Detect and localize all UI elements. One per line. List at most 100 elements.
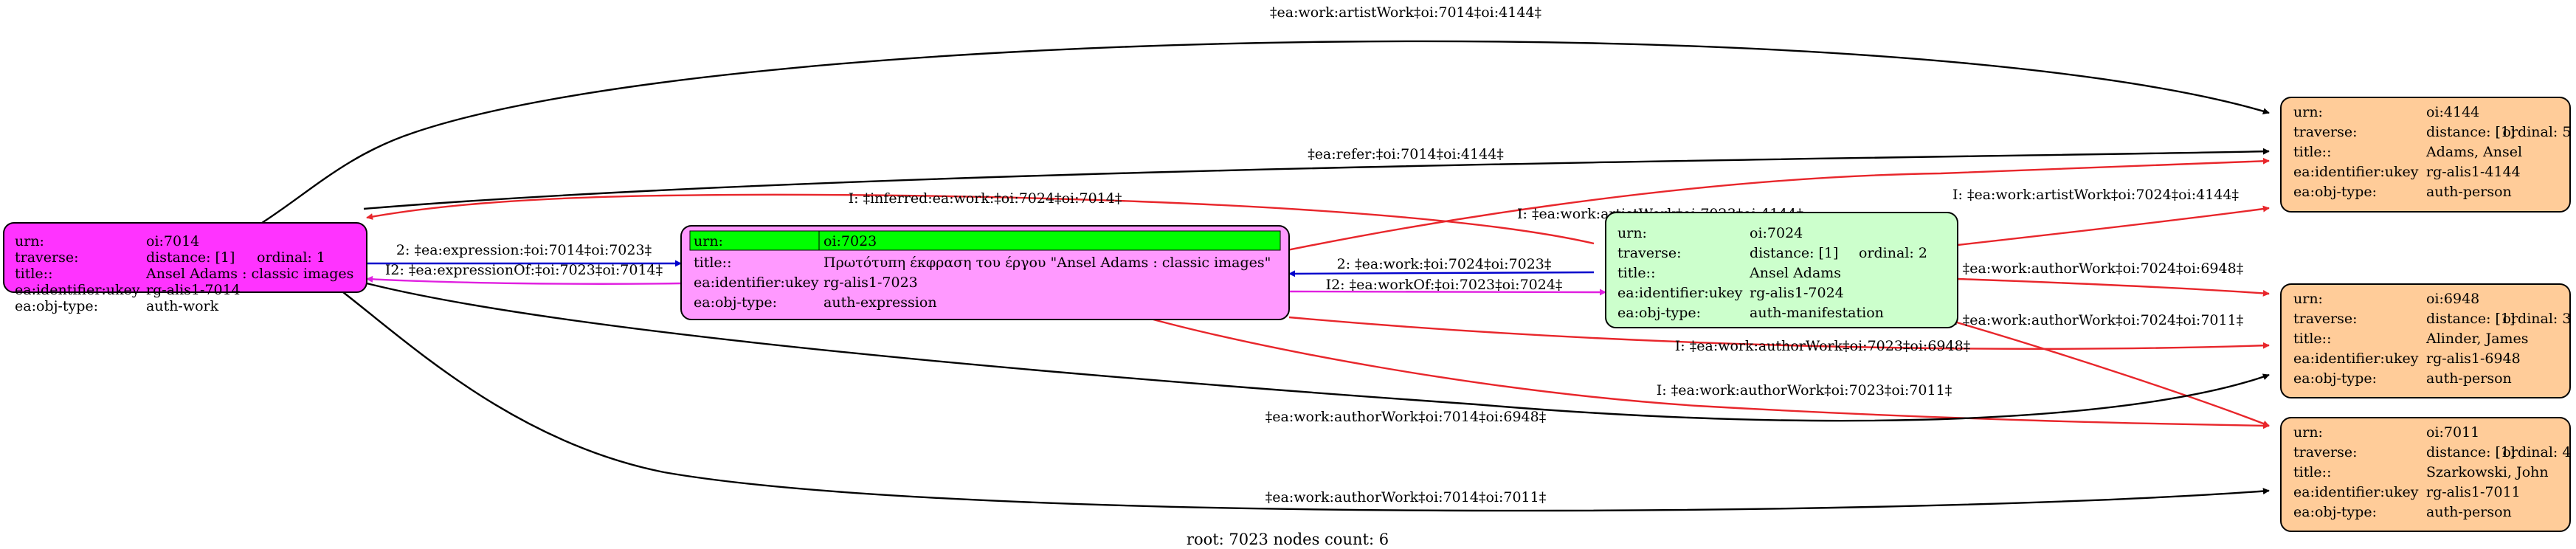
- ukey-label: ea:identifier:ukey: [694, 274, 819, 291]
- title-value: Ansel Adams: [1749, 265, 1841, 281]
- type-value: auth-person: [2426, 370, 2512, 387]
- edge-refer-7014-4144[interactable]: [363, 148, 2270, 210]
- ordinal-value: ordinal: 2: [1859, 245, 1927, 261]
- edge-label: I: ‡inferred:ea:work:‡oi:7024‡oi:7014‡: [849, 190, 1122, 207]
- edge-label: 2: ‡ea:expression:‡oi:7014‡oi:7023‡: [396, 242, 652, 258]
- edge-label: I: ‡ea:work:authorWork‡oi:7024‡oi:6948‡: [1948, 260, 2243, 277]
- ukey-value: rg-alis1-7014: [146, 282, 241, 298]
- ukey-value: rg-alis1-7023: [823, 274, 918, 291]
- title-value: Ansel Adams : classic images: [145, 266, 353, 282]
- title-value: Πρωτότυπη έκφραση του έργου "Ansel Adams…: [823, 255, 1271, 271]
- type-label: ea:obj-type:: [694, 294, 777, 311]
- type-value: auth-person: [2426, 504, 2512, 520]
- type-label: ea:obj-type:: [2293, 370, 2377, 387]
- node-7024[interactable]: urn: oi:7024 traverse: distance: [1] ord…: [1605, 212, 1958, 328]
- urn-label: urn:: [1617, 225, 1647, 241]
- ukey-label: ea:identifier:ukey: [2293, 164, 2419, 180]
- type-label: ea:obj-type:: [2293, 184, 2377, 200]
- edge-artistwork-7024-4144[interactable]: [1957, 205, 2270, 246]
- type-label: ea:obj-type:: [1617, 305, 1701, 321]
- node-6948[interactable]: urn: oi:6948 traverse: distance: [1] ord…: [2280, 283, 2572, 398]
- type-value: auth-person: [2426, 184, 2512, 200]
- edge-authorwork-7023-6948[interactable]: [1288, 316, 2270, 350]
- edge-artistwork-7014-4144[interactable]: [261, 40, 2270, 224]
- traverse-label: traverse:: [1617, 245, 1682, 261]
- distance-value: distance: [1]: [2426, 311, 2515, 327]
- edge-label: I: ‡ea:work:authorWork‡oi:7024‡oi:7011‡: [1948, 312, 2243, 328]
- edge-label: ‡ea:work:authorWork‡oi:7014‡oi:7011‡: [1265, 489, 1546, 505]
- edge-inferred-7024-7014[interactable]: [366, 193, 1595, 245]
- type-label: ea:obj-type:: [2293, 504, 2377, 520]
- ukey-value: rg-alis1-7024: [1750, 285, 1844, 301]
- edges: ‡ea:work:artistWork‡oi:7014‡oi:4144‡ ‡ea…: [261, 4, 2270, 512]
- distance-value: distance: [1]: [1750, 245, 1838, 261]
- ordinal-value: ordinal: 1: [257, 249, 325, 266]
- type-value: auth-expression: [823, 294, 937, 311]
- edge-label: I: ‡ea:work:artistWork‡oi:7024‡oi:4144‡: [1952, 187, 2239, 203]
- urn-label: urn:: [2293, 104, 2323, 120]
- edge-work-7024-7023[interactable]: [1288, 270, 1595, 277]
- traverse-label: traverse:: [2293, 311, 2358, 327]
- graph-footer: root: 7023 nodes count: 6: [1187, 531, 1389, 548]
- edge-authorwork-7024-6948[interactable]: [1957, 277, 2270, 297]
- urn-value: oi:7011: [2426, 424, 2479, 441]
- title-value: Alinder, James: [2425, 331, 2529, 347]
- ordinal-value: ordinal: 5: [2503, 124, 2572, 140]
- title-value: Szarkowski, John: [2426, 464, 2549, 480]
- type-label: ea:obj-type:: [15, 298, 98, 314]
- ukey-value: rg-alis1-7011: [2426, 484, 2521, 500]
- edge-authorwork-7014-6948[interactable]: [366, 282, 2270, 422]
- urn-label: urn:: [2293, 291, 2323, 307]
- node-4144[interactable]: urn: oi:4144 traverse: distance: [1] ord…: [2280, 97, 2572, 213]
- ukey-value: rg-alis1-4144: [2426, 164, 2521, 180]
- edge-label: I: ‡ea:work:authorWork‡oi:7023‡oi:7011‡: [1657, 382, 1952, 398]
- node-7014[interactable]: urn: oi:7014 traverse: distance: [1] ord…: [3, 222, 367, 314]
- ukey-label: ea:identifier:ukey: [1617, 285, 1743, 301]
- urn-label: urn:: [2293, 424, 2323, 441]
- edge-authorwork-7014-7011[interactable]: [342, 291, 2270, 512]
- edge-label: ‡ea:work:authorWork‡oi:7014‡oi:6948‡: [1265, 409, 1546, 425]
- title-label: title::: [1617, 265, 1655, 281]
- edge-label: ‡ea:work:artistWork‡oi:7014‡oi:4144‡: [1270, 4, 1541, 21]
- edge-label: I: ‡ea:work:authorWork‡oi:7023‡oi:6948‡: [1675, 338, 1970, 354]
- title-value: Adams, Ansel: [2425, 144, 2522, 160]
- ordinal-value: ordinal: 3: [2503, 311, 2572, 327]
- urn-value: oi:4144: [2426, 104, 2479, 120]
- urn-value: oi:6948: [2426, 291, 2479, 307]
- urn-value: oi:7024: [1750, 225, 1803, 241]
- edge-authorwork-7023-7011[interactable]: [1153, 318, 2270, 429]
- edge-expressionof-7023-7014[interactable]: [366, 275, 682, 285]
- ukey-value: rg-alis1-6948: [2426, 351, 2521, 367]
- ukey-label: ea:identifier:ukey: [2293, 484, 2419, 500]
- urn-label: urn:: [694, 233, 723, 249]
- node-7023[interactable]: urn: oi:7023 title:: Πρωτότυπη έκφραση τ…: [680, 225, 1290, 320]
- edge-label: I2: ‡ea:expressionOf:‡oi:7023‡oi:7014‡: [385, 262, 663, 278]
- edge-label: 2: ‡ea:work:‡oi:7024‡oi:7023‡: [1337, 256, 1552, 272]
- title-label: title::: [694, 255, 731, 271]
- traverse-label: traverse:: [2293, 124, 2358, 140]
- urn-value: oi:7014: [146, 233, 199, 249]
- ukey-label: ea:identifier:ukey: [2293, 351, 2419, 367]
- title-label: title::: [2293, 331, 2331, 347]
- edge-label: I2: ‡ea:workOf:‡oi:7023‡oi:7024‡: [1326, 277, 1563, 293]
- distance-value: distance: [1]: [146, 249, 235, 266]
- edge-artistwork-7023-4144[interactable]: [1175, 157, 2270, 276]
- urn-value: oi:7023: [823, 233, 877, 249]
- ukey-label: ea:identifier:ukey: [15, 282, 140, 298]
- title-label: title::: [2293, 144, 2331, 160]
- ordinal-value: ordinal: 4: [2503, 444, 2572, 460]
- edge-workof-7023-7024[interactable]: [1288, 289, 1606, 296]
- title-label: title::: [15, 266, 52, 282]
- urn-label: urn:: [15, 233, 44, 249]
- type-value: auth-work: [146, 298, 219, 314]
- node-7011[interactable]: urn: oi:7011 traverse: distance: [1] ord…: [2280, 417, 2572, 532]
- root-header-highlight: [689, 230, 1281, 251]
- edge-label: ‡ea:refer:‡oi:7014‡oi:4144‡: [1308, 146, 1504, 162]
- edge-authorwork-7024-7011[interactable]: [1944, 317, 2270, 427]
- traverse-label: traverse:: [2293, 444, 2358, 460]
- title-label: title::: [2293, 464, 2331, 480]
- traverse-label: traverse:: [15, 249, 79, 266]
- distance-value: distance: [1]: [2426, 444, 2515, 460]
- distance-value: distance: [1]: [2426, 124, 2515, 140]
